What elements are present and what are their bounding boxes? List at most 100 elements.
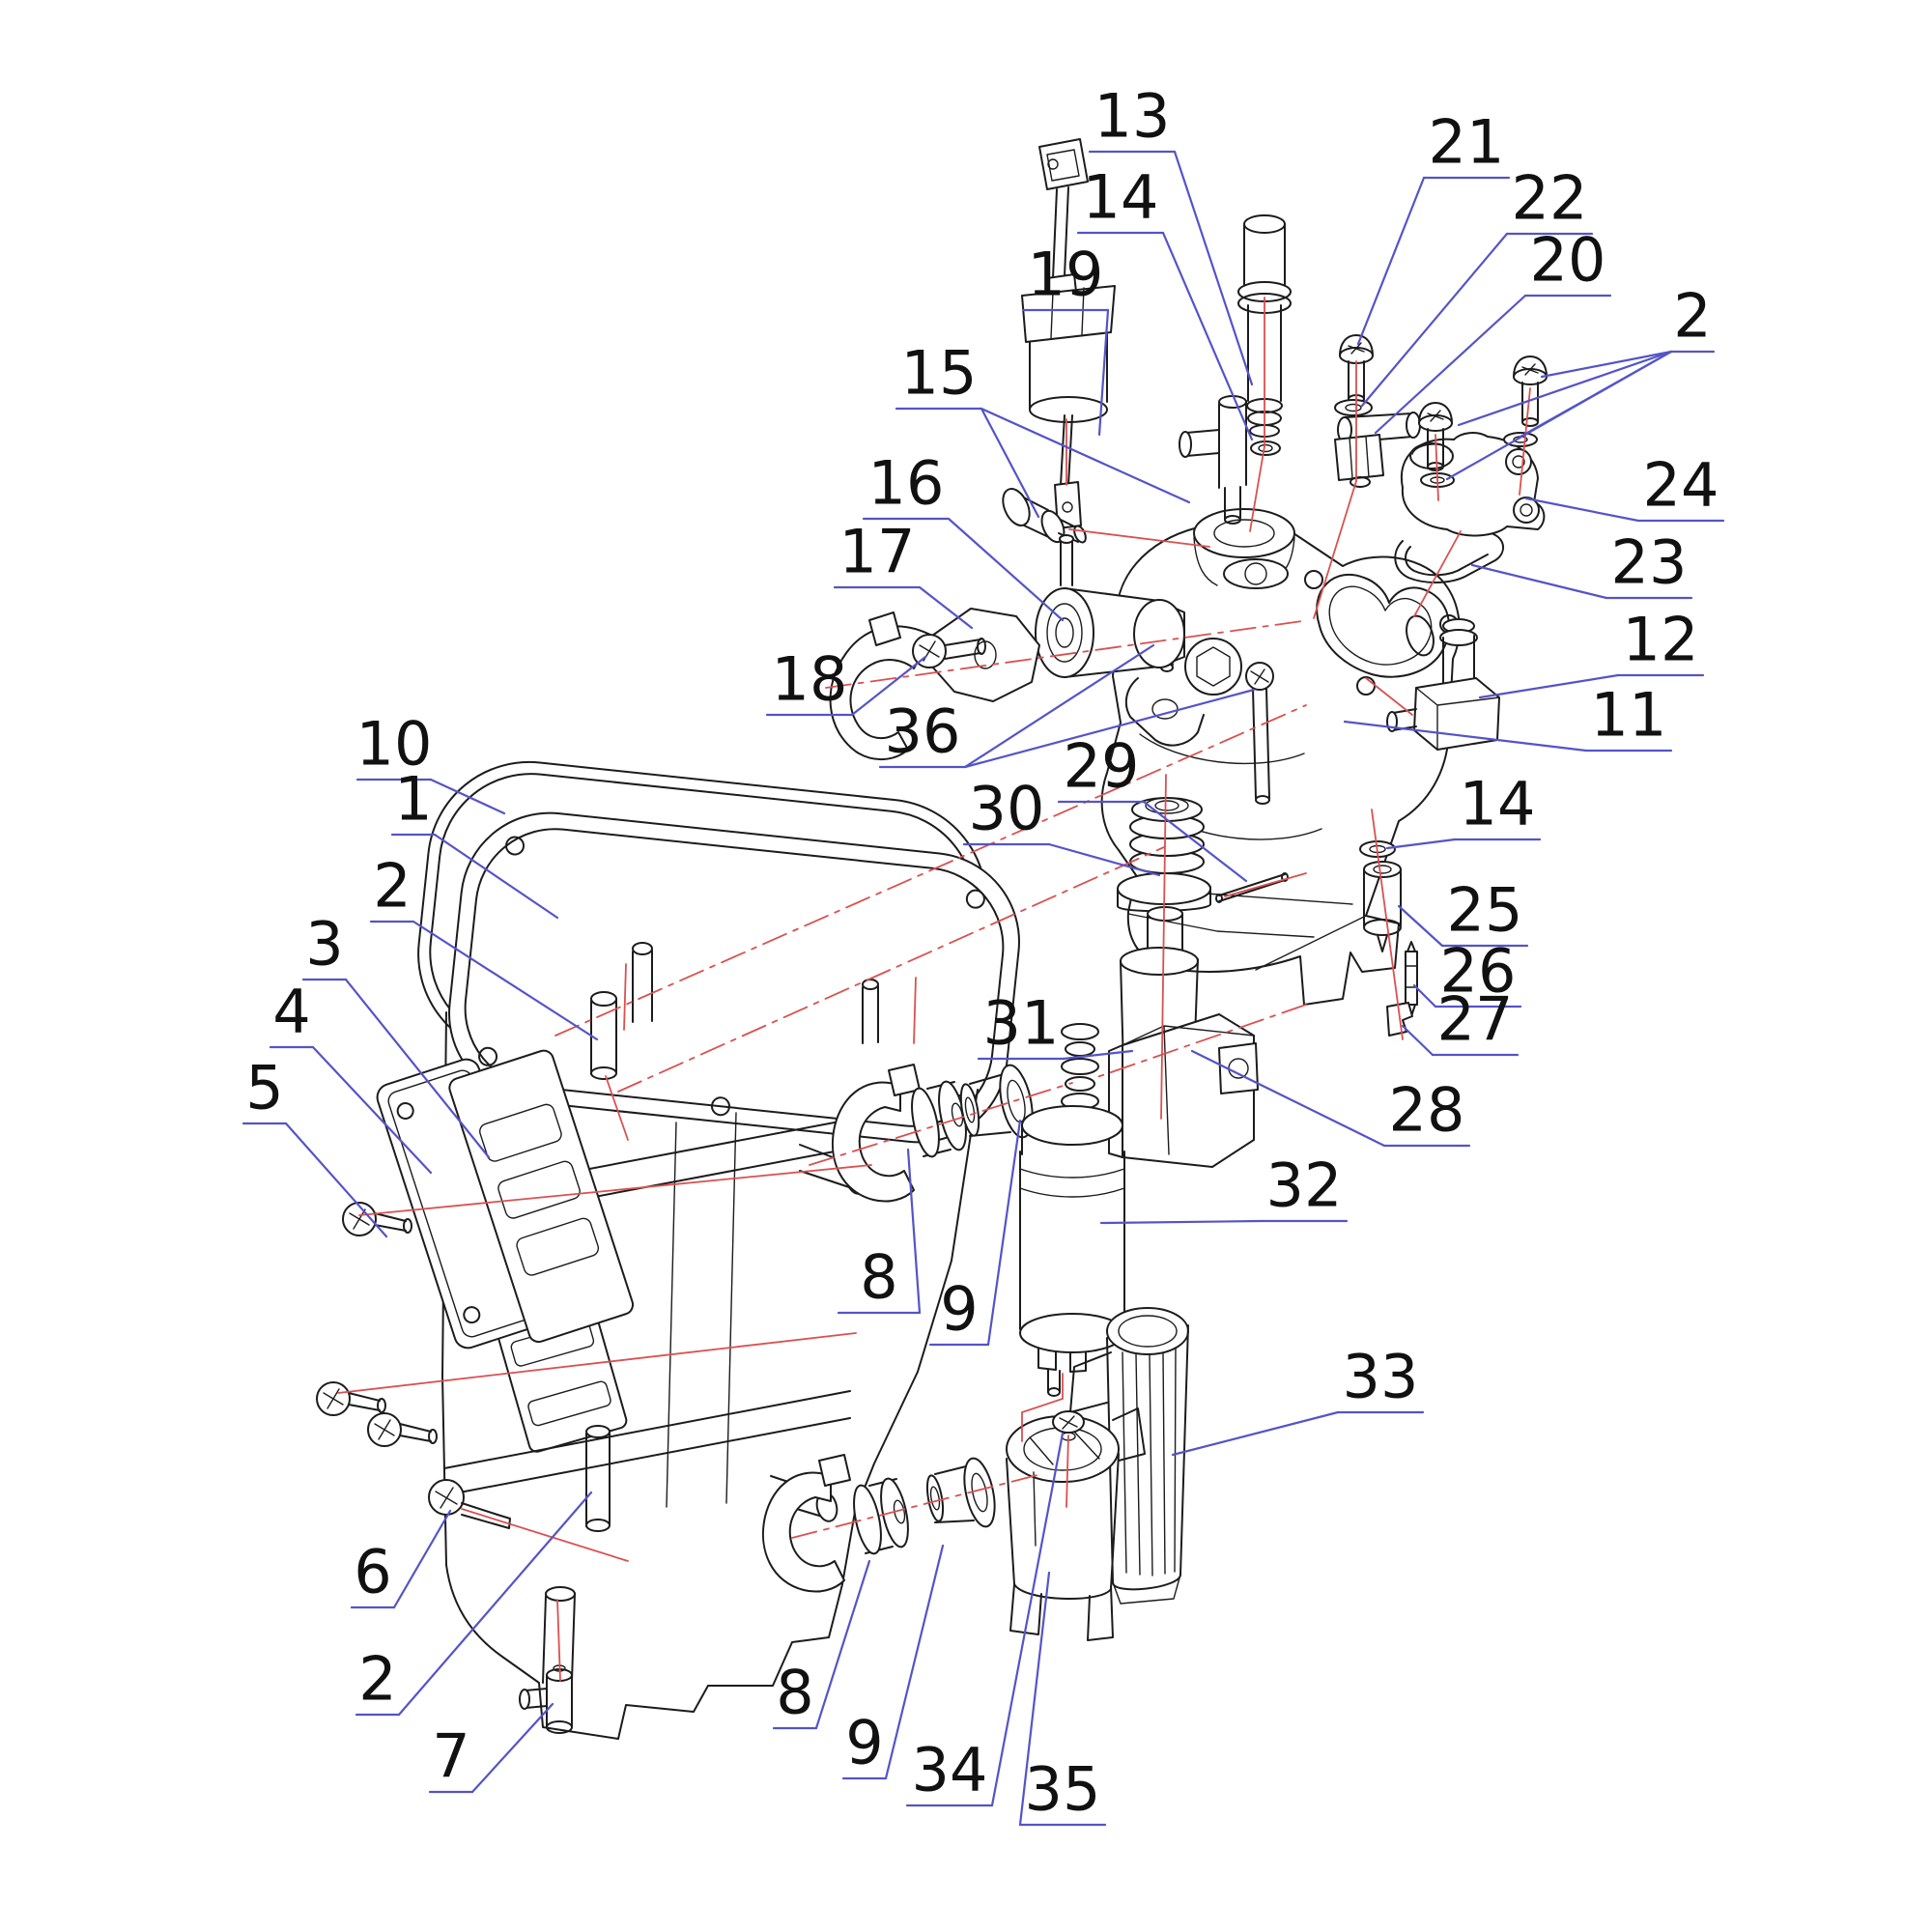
leader-line-4-20-0 <box>311 1045 433 1175</box>
pump-cover-drawing <box>1394 432 1546 584</box>
leader-line-19-2-0 <box>1097 308 1110 437</box>
alignment-axis-19 <box>913 977 917 1044</box>
alignment-axis-23 <box>605 1075 629 1141</box>
part-label-11-15: 11 <box>1591 680 1667 751</box>
leader-line-35-40-0 <box>1018 1571 1051 1827</box>
leader-line-5-21-0 <box>284 1122 388 1238</box>
part-label-35-40: 35 <box>1025 1754 1101 1825</box>
alignment-axis-10 <box>1519 387 1531 496</box>
tank-nipple-tubes-drawing <box>585 991 617 1532</box>
leader-line-16-4-0 <box>947 517 1065 622</box>
plate-screws-drawing <box>316 1202 438 1447</box>
leader-lines <box>242 150 1725 1827</box>
part-label-20-10: 20 <box>1530 225 1606 296</box>
part-label-36-7: 36 <box>885 696 961 767</box>
leader-line-29-22-0 <box>1142 800 1248 883</box>
part-label-18-6: 18 <box>772 644 848 715</box>
exploded-view-art <box>316 138 1548 1740</box>
part-label-31-29: 31 <box>983 988 1060 1059</box>
leader-line-15-3-0 <box>980 407 1040 519</box>
alignment-axis-20 <box>358 1164 872 1216</box>
part-label-1-17: 1 <box>394 764 432 835</box>
cover-screw-drawing <box>1334 334 1374 416</box>
part-label-15-3: 15 <box>901 338 978 409</box>
part-label-4-20: 4 <box>272 977 310 1047</box>
check-valve-drawing <box>1237 214 1292 456</box>
leader-line-18-6-0 <box>850 655 927 717</box>
part-label-2-35: 2 <box>358 1644 396 1715</box>
alignment-axis-26 <box>1065 1435 1069 1508</box>
part-label-5-21: 5 <box>245 1053 283 1123</box>
leader-line-15-3-1 <box>980 407 1191 504</box>
part-label-7-36: 7 <box>432 1721 469 1792</box>
part-label-25-25: 25 <box>1447 875 1523 946</box>
leader-line-2-18-0 <box>412 920 599 1041</box>
part-label-17-5: 17 <box>839 517 916 587</box>
alignment-axis-24 <box>556 1599 561 1682</box>
leader-line-7-36-0 <box>470 1702 554 1794</box>
part-label-29-22: 29 <box>1064 731 1140 802</box>
part-label-19-2: 19 <box>1028 240 1104 310</box>
alignment-axis-7 <box>1313 480 1357 619</box>
fuel-pump-drawing <box>1019 1023 1125 1397</box>
leader-line-33-33-0 <box>1171 1410 1340 1457</box>
part-label-14-24: 14 <box>1460 769 1536 839</box>
leader-line-32-30-0 <box>1099 1219 1264 1225</box>
leader-line-24-12-0 <box>1524 497 1640 523</box>
pump-holder-drawing <box>1006 1407 1146 1641</box>
leader-line-21-8-0 <box>1356 176 1426 346</box>
bushing-valve-set-drawing <box>1215 840 1418 1037</box>
leader-line-9-38-0 <box>884 1544 945 1780</box>
leader-line-2-11-3 <box>1445 350 1673 481</box>
part-label-2-11: 2 <box>1673 281 1711 352</box>
fuel-sensor-drawing <box>1021 138 1116 529</box>
fuel-filter-drawing <box>1069 1307 1189 1605</box>
alignment-axis-18 <box>623 963 627 1031</box>
grommet-set-lower-drawing <box>761 1454 996 1593</box>
leader-line-25-25-0 <box>1397 904 1444 948</box>
leader-line-23-13-0 <box>1470 563 1608 600</box>
pump-head-housing-drawing <box>1100 508 1461 1006</box>
port-fitting-drawing <box>1179 395 1247 525</box>
leader-line-22-9-0 <box>1360 232 1509 408</box>
part-label-24-12: 24 <box>1643 450 1719 521</box>
part-label-2-18: 2 <box>373 851 411 922</box>
leader-line-10-16-0 <box>429 778 506 815</box>
alignment-axis-0 <box>825 620 1303 689</box>
leader-line-34-39-0 <box>990 1432 1065 1807</box>
part-label-3-19: 3 <box>305 909 343 980</box>
alignment-axis-17 <box>1160 774 1167 1120</box>
leader-line-8-31-0 <box>906 1148 922 1315</box>
leader-line-2-11-0 <box>1540 350 1673 379</box>
leader-line-8-37-0 <box>814 1559 871 1730</box>
alignment-axis-12 <box>1413 530 1462 617</box>
part-label-27-27: 27 <box>1437 984 1514 1055</box>
reed-plate-drawing <box>448 1049 635 1344</box>
part-label-22-9: 22 <box>1512 163 1588 234</box>
part-label-33-33: 33 <box>1343 1342 1419 1412</box>
alignment-axis-21 <box>337 1332 857 1394</box>
leader-line-2-35-0 <box>397 1491 593 1717</box>
leader-line-2-11-2 <box>1457 350 1673 427</box>
leader-line-13-0-0 <box>1173 150 1254 386</box>
leader-line-17-5-0 <box>918 585 974 630</box>
part-label-9-32: 9 <box>940 1274 978 1345</box>
part-label-34-39: 34 <box>912 1735 988 1805</box>
leader-line-6-34-0 <box>392 1509 452 1609</box>
leader-line-31-29-0 <box>1062 1049 1134 1061</box>
vent-elbow-drawing <box>1002 488 1087 544</box>
part-label-13-0: 13 <box>1094 81 1171 152</box>
part-label-16-4: 16 <box>868 448 945 519</box>
part-label-6-34: 6 <box>354 1537 391 1607</box>
leader-line-36-7-0 <box>963 643 1155 769</box>
alignment-axis-15 <box>1371 809 1404 1040</box>
leader-line-27-27-0 <box>1401 1024 1435 1057</box>
part-label-9-38: 9 <box>845 1708 883 1778</box>
part-label-28-28: 28 <box>1389 1075 1465 1146</box>
leader-line-9-32-0 <box>986 1119 1022 1347</box>
leader-line-11-15-0 <box>1343 720 1588 753</box>
alignment-axis-5 <box>1091 1004 1307 1080</box>
alignment-axis-9 <box>1249 445 1265 532</box>
part-label-14-1: 14 <box>1083 162 1159 233</box>
